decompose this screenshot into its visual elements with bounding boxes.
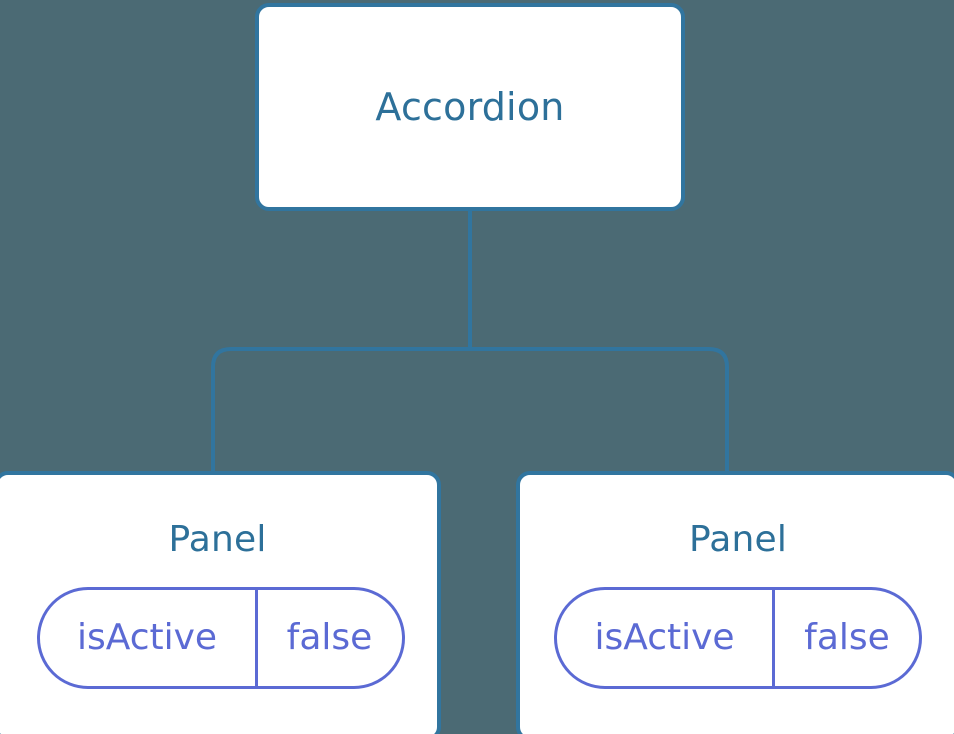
node-panel-left-title: Panel xyxy=(168,519,267,560)
node-accordion-title: Accordion xyxy=(375,85,565,129)
state-pill-panel-right[interactable]: isActive false xyxy=(554,587,922,689)
node-accordion[interactable]: Accordion xyxy=(255,3,685,211)
edge-root-to-panel-right xyxy=(470,347,729,471)
state-value-isactive: false xyxy=(254,590,402,686)
node-panel-left[interactable]: Panel isActive false xyxy=(0,471,441,734)
state-key-isactive: isActive xyxy=(594,617,735,658)
state-key-isactive: isActive xyxy=(76,617,218,658)
state-pill-panel-left[interactable]: isActive false xyxy=(36,587,405,689)
state-value-isactive: false xyxy=(772,590,919,686)
node-panel-right[interactable]: Panel isActive false xyxy=(516,471,954,734)
node-panel-right-title: Panel xyxy=(688,519,788,560)
edge-root-to-panel-left xyxy=(211,347,470,471)
